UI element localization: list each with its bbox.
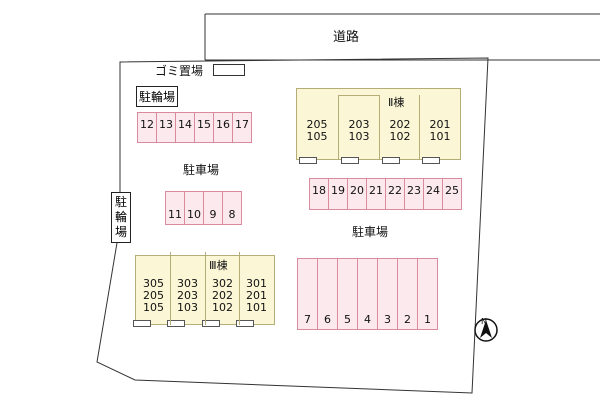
- unit-divider: [170, 252, 171, 325]
- parking-stall: 6: [317, 258, 338, 330]
- bicycle-side-char-3: 場: [114, 225, 127, 239]
- bicycle-parking-side-label: 駐 輪 場: [111, 192, 131, 243]
- parking-stall: 16: [213, 112, 233, 143]
- unit-number: 101: [246, 301, 267, 314]
- parking-stall: 19: [328, 178, 348, 210]
- unit-number: 105: [143, 301, 164, 314]
- entrance-marker: [236, 320, 254, 327]
- unit-number: 102: [389, 130, 411, 143]
- parking-stall: 12: [137, 112, 157, 143]
- parking-stall: 3: [377, 258, 398, 330]
- parking-stall: 9: [203, 191, 223, 225]
- building-ii-label: Ⅱ棟: [388, 96, 405, 109]
- parking-stall: 15: [194, 112, 214, 143]
- parking-stall: 21: [366, 178, 386, 210]
- unit-number: 201: [429, 118, 451, 131]
- unit-divider: [205, 252, 206, 325]
- building-ii-recess: [338, 95, 379, 160]
- unit-number: 205: [143, 289, 164, 302]
- unit-number: 201: [246, 289, 267, 302]
- entrance-marker: [341, 157, 359, 164]
- bicycle-side-char-2: 輪: [114, 210, 127, 224]
- garbage-area-label: ゴミ置場: [155, 64, 204, 78]
- parking-stall: 10: [184, 191, 204, 225]
- unit-divider: [239, 252, 240, 325]
- parking-stall: 20: [347, 178, 367, 210]
- unit-number: 302: [212, 277, 233, 290]
- north-arrow-icon: [474, 318, 498, 342]
- parking-stall: 11: [165, 191, 185, 225]
- parking-stall: 14: [175, 112, 195, 143]
- entrance-marker: [299, 157, 317, 164]
- parking-stall: 25: [442, 178, 462, 210]
- parking-stall: 18: [309, 178, 329, 210]
- unit-divider: [338, 95, 339, 160]
- unit-number: 305: [143, 277, 164, 290]
- parking-stall: 22: [385, 178, 405, 210]
- parking-stall: 2: [397, 258, 418, 330]
- unit-number: 102: [212, 301, 233, 314]
- unit-divider: [419, 95, 420, 160]
- entrance-marker: [167, 320, 185, 327]
- unit-number: 203: [177, 289, 198, 302]
- entrance-marker: [422, 157, 440, 164]
- unit-number: 103: [177, 301, 198, 314]
- parking-stall: 13: [156, 112, 176, 143]
- parking-stall: 17: [232, 112, 252, 143]
- entrance-marker: [382, 157, 400, 164]
- parking-stall: 5: [337, 258, 358, 330]
- parking-stall: 24: [423, 178, 443, 210]
- parking-label-top: 駐車場: [183, 163, 220, 177]
- compass-label: N: [481, 317, 487, 326]
- unit-number: 105: [306, 130, 328, 143]
- parking-stall: 23: [404, 178, 424, 210]
- bicycle-side-char-1: 駐: [114, 195, 127, 209]
- building-iii-label: Ⅲ棟: [209, 259, 228, 272]
- unit-divider: [379, 95, 380, 160]
- bicycle-parking-top-label: 駐輪場: [136, 86, 179, 107]
- unit-number: 202: [212, 289, 233, 302]
- parking-label-right: 駐車場: [352, 225, 389, 239]
- unit-number: 103: [348, 130, 370, 143]
- garbage-area: [213, 64, 245, 76]
- unit-number: 303: [177, 277, 198, 290]
- unit-number: 202: [389, 118, 411, 131]
- parking-stall: 1: [417, 258, 438, 330]
- parking-stall: 8: [222, 191, 242, 225]
- unit-number: 205: [306, 118, 328, 131]
- unit-number: 301: [246, 277, 267, 290]
- unit-number: 203: [348, 118, 370, 131]
- entrance-marker: [133, 320, 151, 327]
- parking-stall: 4: [357, 258, 378, 330]
- parking-stall: 7: [297, 258, 318, 330]
- unit-number: 101: [429, 130, 451, 143]
- road-label: 道路: [333, 30, 360, 45]
- entrance-marker: [202, 320, 220, 327]
